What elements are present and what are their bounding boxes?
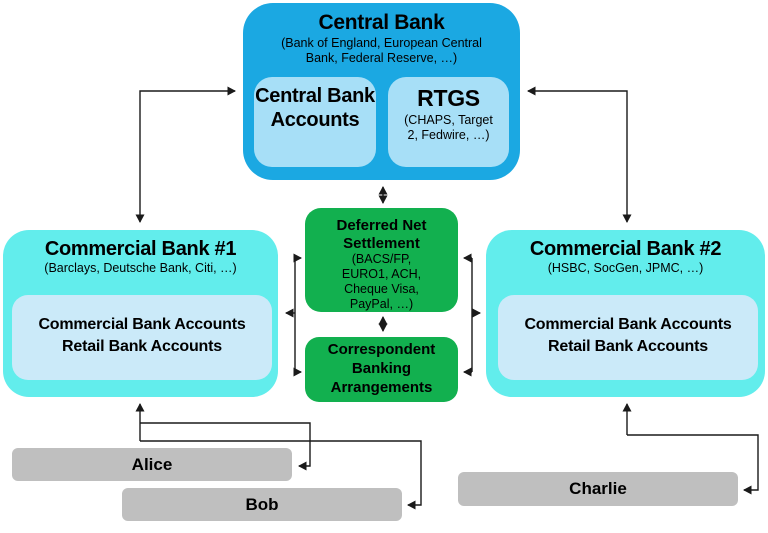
arrow-to-charlie: [627, 434, 759, 495]
commercial-bank-2-accounts-line1: Commercial Bank Accounts: [524, 316, 732, 333]
commercial-bank-2-accounts-line2: Retail Bank Accounts: [548, 337, 708, 355]
deferred-net-settlement-subtitle: (BACS/FP, EURO1, ACH, Cheque Visa, PayPa…: [341, 252, 422, 311]
arrow-centralbank-cb1: [135, 86, 236, 223]
customer-bob-box: Bob: [122, 488, 402, 521]
deferred-net-settlement-box: Deferred Net Settlement (BACS/FP, EURO1,…: [305, 208, 458, 312]
rtgs-title: RTGS: [417, 85, 480, 111]
correspondent-banking-title: Correspondent Banking Arrangements: [327, 341, 436, 397]
rtgs-subtitle: (CHAPS, Target 2, Fedwire, …): [404, 113, 493, 142]
customer-charlie-label: Charlie: [569, 479, 627, 498]
customer-charlie-box: Charlie: [458, 472, 738, 506]
commercial-bank-1-subtitle: (Barclays, Deutsche Bank, Citi, …): [44, 261, 237, 275]
commercial-bank-2-box: Commercial Bank #2 (HSBC, SocGen, JPMC, …: [486, 230, 765, 397]
customer-alice-box: Alice: [12, 448, 292, 481]
arrow-centralbank-cb2: [527, 86, 632, 223]
central-bank-subtitle: (Bank of England, European Central Bank,…: [281, 36, 482, 65]
rtgs-box: RTGS (CHAPS, Target 2, Fedwire, …): [388, 77, 509, 167]
customer-bob-label: Bob: [245, 494, 279, 514]
commercial-bank-2-subtitle: (HSBC, SocGen, JPMC, …): [547, 261, 704, 275]
commercial-bank-1-title: Commercial Bank #1: [44, 238, 237, 260]
central-bank-accounts-label: Central Bank Accounts: [255, 85, 375, 132]
deferred-net-settlement-title: Deferred Net Settlement: [336, 217, 427, 252]
commercial-bank-2-accounts-box: Commercial Bank Accounts Retail Bank Acc…: [498, 295, 758, 380]
central-bank-accounts-box: Central Bank Accounts: [254, 77, 376, 167]
commercial-bank-1-accounts-line2: Retail Bank Accounts: [62, 337, 222, 355]
correspondent-banking-box: Correspondent Banking Arrangements: [305, 337, 458, 402]
commercial-bank-2-title: Commercial Bank #2: [529, 238, 722, 260]
arrow-to-bob: [140, 440, 422, 510]
commercial-bank-1-accounts-line1: Commercial Bank Accounts: [38, 316, 246, 333]
central-bank-box: Central Bank (Bank of England, European …: [243, 3, 520, 180]
commercial-bank-1-box: Commercial Bank #1 (Barclays, Deutsche B…: [3, 230, 278, 397]
customer-alice-label: Alice: [131, 454, 173, 474]
commercial-bank-1-accounts-box: Commercial Bank Accounts Retail Bank Acc…: [12, 295, 272, 380]
central-bank-title: Central Bank: [318, 11, 445, 34]
arrow-to-alice: [140, 422, 311, 471]
